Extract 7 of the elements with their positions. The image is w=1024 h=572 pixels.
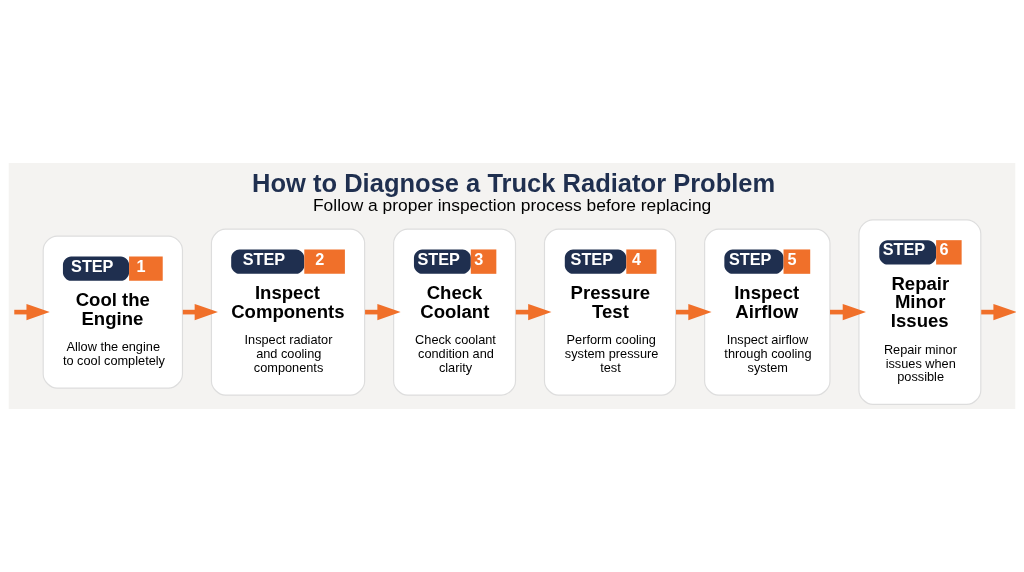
node-box: STEP 6 Repair Minor Issues Repair minor issues when possible [858,219,982,405]
node-box: STEP 5 Inspect Airflow Inspect airflow through cooling system [704,228,831,396]
node-box: STEP 2 Inspect Components Inspect radiator and cooling components [210,228,366,396]
node-box: STEP 3 Check Coolant Check coolant condition and clarity [393,228,517,396]
node-box: STEP 1 Cool the Engine Allow the engine to cool completely [42,235,184,389]
node-box: STEP 4 Pressure Test Perform cooling system pressure test [543,228,677,396]
diagram-title: How to Diagnose a Truck Radiator Problem [252,168,776,197]
